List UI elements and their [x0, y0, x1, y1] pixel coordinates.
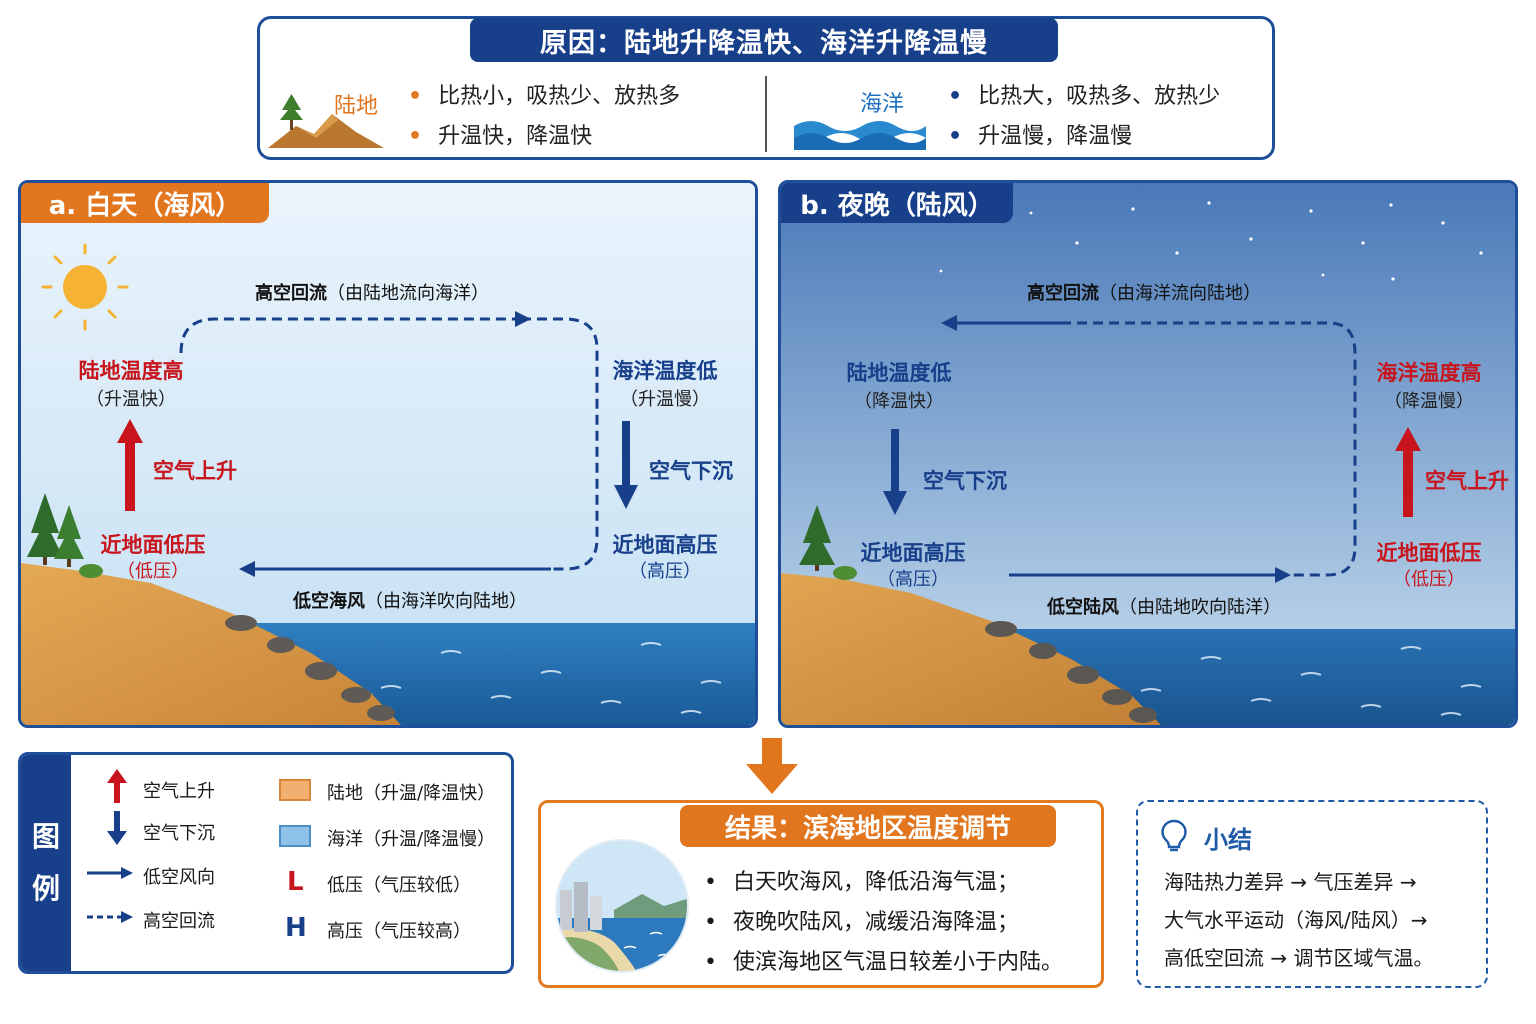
- night-land-temp: 陆地温度低: [846, 361, 952, 385]
- land-label: 陆地: [334, 94, 379, 119]
- day-land-pressure: 近地面低压: [100, 533, 206, 557]
- legend-upper-return-text: 高空回流: [143, 911, 215, 932]
- night-upper-flow: 高空回流（由海洋流向陆地）: [1027, 283, 1261, 304]
- night-land-pressure-sub: （高压）: [877, 569, 949, 590]
- night-panel-tag: b. 夜晚（陆风）: [781, 183, 1013, 223]
- night-sink-label: 空气下沉: [923, 469, 1007, 493]
- legend-side-char-1: 图: [31, 820, 60, 853]
- night-land-pressure: 近地面高压: [860, 541, 966, 565]
- day-land-temp-sub: （升温快）: [86, 389, 176, 410]
- day-sea-pressure-sub: （高压）: [629, 561, 701, 582]
- result-down-arrow-icon: [746, 738, 798, 794]
- land-swatch-icon: [279, 779, 311, 801]
- night-sea-temp-sub: （降温慢）: [1384, 391, 1474, 412]
- result-item-1: •白天吹海风，降低沿海气温；: [704, 870, 1019, 895]
- summary-box: [1136, 800, 1488, 988]
- day-sea-temp: 海洋温度低: [612, 359, 718, 383]
- sea-point-1: •比热大，吸热多、放热少: [948, 84, 1221, 109]
- night-sea-temp: 海洋温度高: [1376, 361, 1482, 385]
- land-point-2: •升温快，降温快: [408, 124, 593, 149]
- night-sea-pressure-sub: （低压）: [1393, 569, 1465, 590]
- red-up-arrow-icon: [107, 769, 127, 803]
- day-panel: a. 白天（海风） 高空回流（由陆地流向海洋） 低空海风（由海洋吹向陆地） 陆地…: [18, 180, 758, 728]
- day-upper-flow: 高空回流（由陆地流向海洋）: [255, 283, 489, 304]
- coastal-city-icon: [555, 839, 689, 973]
- cause-title: 原因：陆地升降温快、海洋升降温慢: [470, 18, 1058, 62]
- night-scene: [781, 183, 1515, 725]
- sea-swatch-icon: [279, 825, 311, 847]
- result-title: 结果：滨海地区温度调节: [680, 805, 1056, 847]
- day-land-pressure-sub: （低压）: [117, 561, 189, 582]
- summary-line-1: 海陆热力差异 → 气压差异 →: [1164, 870, 1417, 894]
- legend-sink-text: 空气下沉: [143, 823, 215, 844]
- sea-label: 海洋: [860, 92, 905, 117]
- legend-box: 图 例 空气上升 空气下沉 低空风向 高空回流 陆地（升温/降温快） 海洋（升温…: [18, 752, 514, 974]
- result-item-2: •夜晚吹陆风，减缓沿海降温；: [704, 910, 1019, 935]
- night-panel: b. 夜晚（陆风） 高空回流（由海洋流向陆地） 低空陆风（由陆地吹向陆洋） 陆地…: [778, 180, 1518, 728]
- sun-icon: [41, 243, 129, 331]
- summary-line-3: 高低空回流 → 调节区域气温。: [1164, 946, 1434, 970]
- sea-wave-icon: [794, 121, 926, 150]
- blue-down-arrow-icon: [107, 811, 127, 845]
- day-sink-label: 空气下沉: [649, 459, 733, 483]
- legend-high-pressure-text: 高压（气压较高）: [327, 921, 471, 942]
- cause-divider: [765, 76, 767, 152]
- land-hill-icon: [268, 94, 384, 148]
- low-pressure-icon: L: [287, 867, 304, 897]
- day-panel-tag: a. 白天（海风）: [21, 183, 269, 223]
- legend-low-pressure-text: 低压（气压较低）: [327, 875, 471, 896]
- summary-line-2: 大气水平运动（海风/陆风）→: [1164, 908, 1428, 932]
- night-sea-pressure: 近地面低压: [1376, 541, 1482, 565]
- day-sea-temp-sub: （升温慢）: [620, 389, 710, 410]
- result-item-3: •使滨海地区气温日较差小于内陆。: [704, 950, 1063, 975]
- solid-arrow-icon: [87, 867, 133, 879]
- night-rise-label: 空气上升: [1425, 469, 1509, 493]
- day-land-temp: 陆地温度高: [78, 359, 184, 383]
- legend-side: 图 例: [21, 755, 71, 971]
- high-pressure-icon: H: [285, 913, 307, 943]
- summary-title: 小结: [1204, 826, 1252, 854]
- night-land-temp-sub: （降温快）: [854, 391, 944, 412]
- lightbulb-icon: [1161, 819, 1187, 852]
- legend-rise-text: 空气上升: [143, 781, 215, 802]
- sea-point-2: •升温慢，降温慢: [948, 124, 1133, 149]
- night-lower-flow: 低空陆风（由陆地吹向陆洋）: [1047, 597, 1281, 618]
- land-point-1: •比热小，吸热少、放热多: [408, 84, 681, 109]
- legend-low-wind-text: 低空风向: [143, 867, 215, 888]
- legend-side-char-2: 例: [31, 872, 60, 905]
- legend-land-text: 陆地（升温/降温快）: [327, 783, 496, 804]
- legend-sea-text: 海洋（升温/降温慢）: [327, 829, 496, 850]
- day-sea-pressure: 近地面高压: [612, 533, 718, 557]
- day-lower-flow: 低空海风（由海洋吹向陆地）: [293, 591, 527, 612]
- dashed-arrow-icon: [87, 911, 133, 923]
- day-rise-label: 空气上升: [153, 459, 237, 483]
- day-scene: [21, 183, 755, 725]
